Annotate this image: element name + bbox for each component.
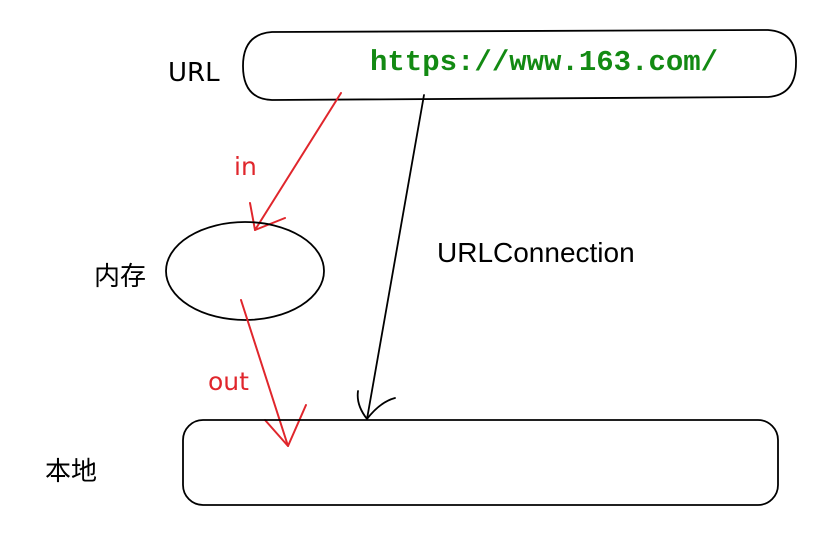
url-pill	[242, 29, 797, 101]
out-arrow-head	[264, 404, 307, 447]
memory-label: 内存	[94, 262, 146, 292]
out-label: out	[208, 367, 249, 396]
url-value: https://www.163.com/	[370, 46, 718, 79]
memory-ellipse	[165, 221, 325, 321]
out-arrow-shaft	[240, 299, 289, 447]
in-label: in	[234, 152, 257, 181]
connection-label: URLConnection	[437, 237, 635, 268]
in-arrow	[249, 92, 342, 231]
in-arrow-head	[249, 202, 286, 231]
connection-arrow-head	[356, 390, 396, 420]
in-arrow-shaft	[254, 92, 342, 231]
connection-arrow	[356, 94, 425, 420]
connection-arrow-shaft	[366, 94, 425, 420]
url-label: URL	[168, 58, 220, 88]
local-box	[182, 419, 779, 506]
out-arrow	[240, 299, 307, 447]
local-label: 本地	[45, 457, 97, 487]
